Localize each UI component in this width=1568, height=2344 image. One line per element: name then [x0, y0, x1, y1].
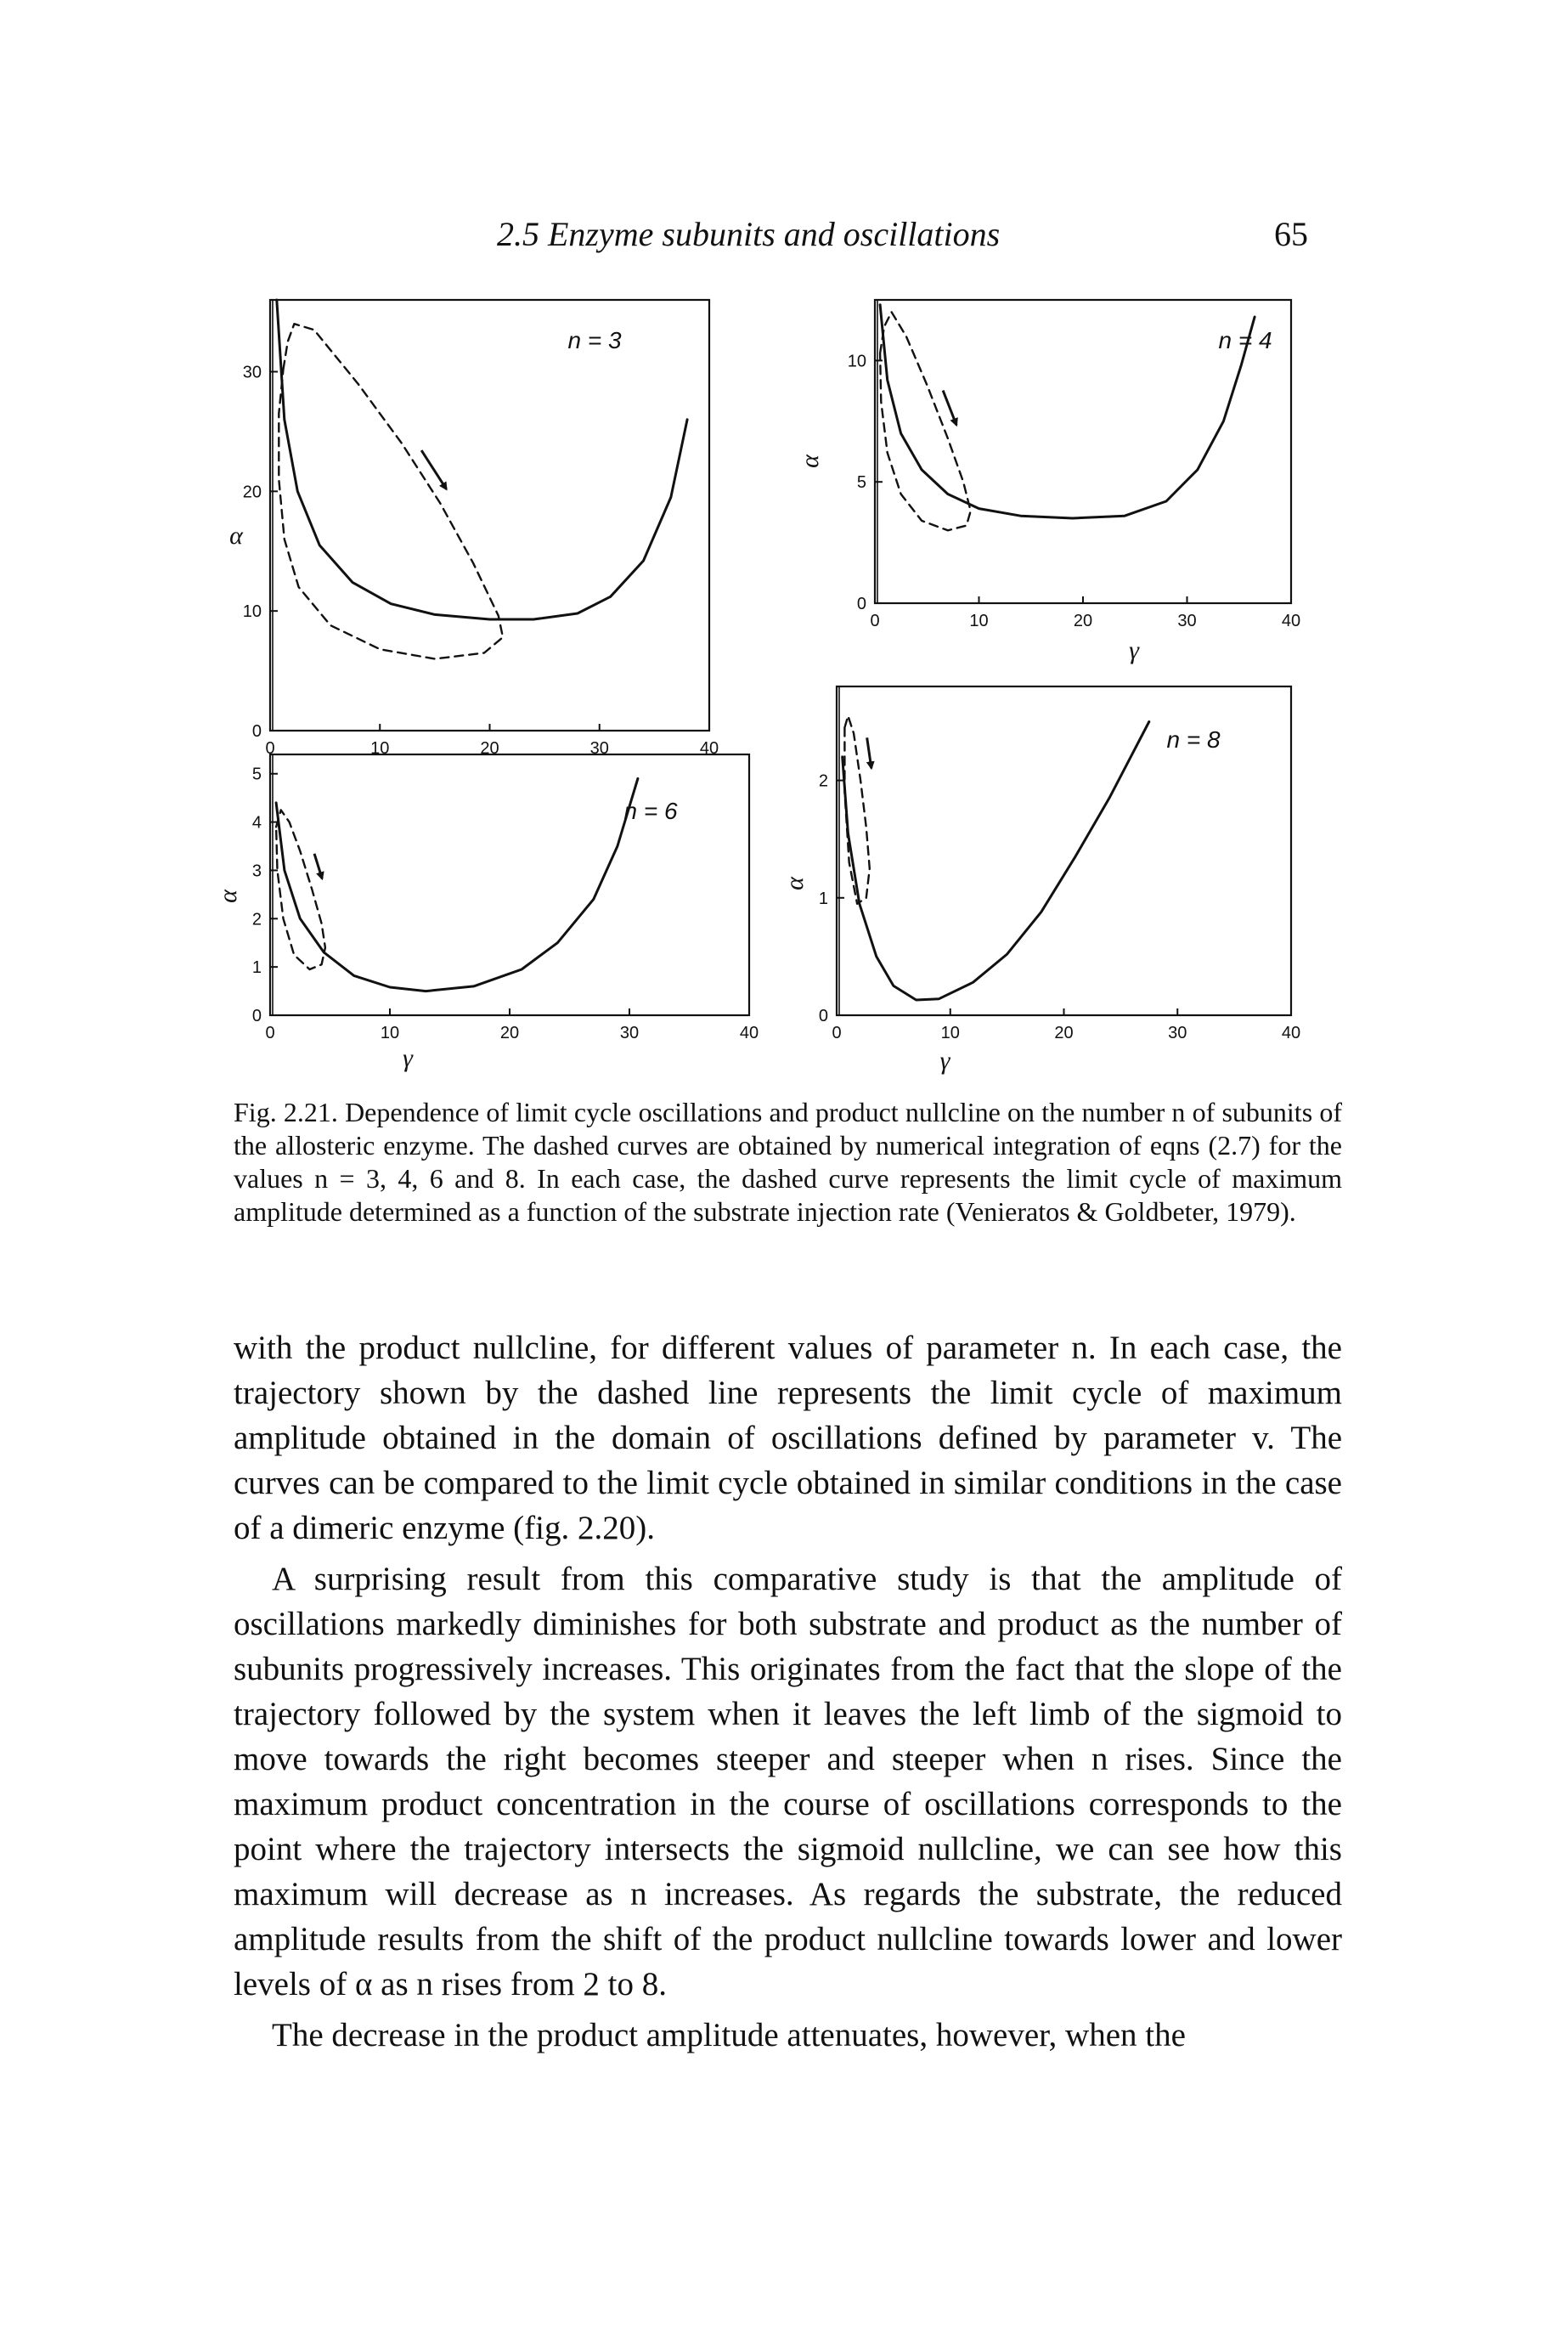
x-tick-label: 30	[1177, 612, 1196, 630]
panel-label: n = 3	[567, 327, 621, 353]
x-axis-label: γ	[1129, 636, 1140, 664]
page-header: 2.5 Enzyme subunits and oscillations 65	[0, 214, 1568, 257]
chart-panel: 0 10 20 30 40 0 1 2 3 4 5 n = 6 α γ	[214, 753, 759, 1072]
nullcline-curve	[275, 298, 689, 621]
y-axis-label: α	[796, 454, 824, 468]
y-axis-label: α	[229, 522, 244, 550]
chart-panel: 0 10 20 30 40 0 5 10 n = 4 α γ	[796, 298, 1300, 664]
x-tick-label: 10	[370, 739, 389, 758]
y-tick-label: 10	[243, 602, 262, 621]
y-tick-label: 1	[819, 890, 828, 908]
nullcline-curve	[274, 777, 640, 993]
x-tick-label: 40	[1282, 1024, 1300, 1042]
limit-cycle-curve	[843, 714, 871, 905]
page-number: 65	[1274, 215, 1308, 253]
x-tick-label: 10	[969, 612, 988, 630]
limit-cycle-curve	[878, 311, 972, 532]
x-tick-label: 0	[870, 612, 879, 630]
x-axis-label: γ	[403, 1044, 414, 1072]
body-text: with the product nullcline, for differen…	[234, 1325, 1342, 2058]
y-tick-label: 30	[243, 364, 262, 382]
x-tick-label: 10	[381, 1024, 399, 1042]
x-tick-label: 30	[590, 739, 609, 758]
figure-caption-text: Fig. 2.21. Dependence of limit cycle osc…	[234, 1097, 1342, 1227]
limit-cycle-curve	[278, 323, 505, 660]
x-tick-label: 0	[832, 1024, 841, 1042]
x-tick-label: 0	[265, 1024, 274, 1042]
x-tick-label: 20	[1054, 1024, 1073, 1042]
x-tick-label: 40	[740, 1024, 759, 1042]
y-tick-label: 0	[819, 1007, 828, 1025]
y-tick-label: 3	[252, 861, 262, 880]
x-tick-label: 20	[480, 739, 499, 758]
y-tick-label: 1	[252, 958, 262, 977]
direction-arrow-icon	[941, 389, 958, 427]
y-axis-label: α	[214, 889, 242, 903]
x-tick-label: 20	[1074, 612, 1092, 630]
y-tick-label: 5	[252, 765, 262, 784]
y-tick-label: 0	[252, 1007, 262, 1025]
y-tick-label: 20	[243, 483, 262, 501]
direction-arrow-icon	[420, 449, 448, 491]
nullcline-curve	[878, 303, 1256, 520]
y-tick-label: 0	[857, 595, 866, 613]
plot-frame	[268, 753, 751, 1017]
x-tick-label: 20	[500, 1024, 519, 1042]
direction-arrow-icon	[313, 853, 324, 881]
plot-frame	[835, 685, 1293, 1017]
y-tick-label: 2	[819, 772, 828, 791]
x-tick-label: 0	[265, 739, 274, 758]
y-tick-label: 2	[252, 910, 262, 929]
y-tick-label: 0	[252, 722, 262, 741]
x-tick-label: 30	[620, 1024, 639, 1042]
panel-label: n = 6	[623, 798, 677, 824]
x-tick-label: 40	[700, 739, 719, 758]
chart-panel: 0 10 20 30 40 0 10 20 30 n = 3 α	[229, 298, 719, 758]
y-tick-label: 4	[252, 814, 262, 833]
panel-label: n = 4	[1218, 327, 1272, 353]
figure-caption: Fig. 2.21. Dependence of limit cycle osc…	[234, 1096, 1342, 1228]
direction-arrow-icon	[866, 737, 875, 771]
x-tick-label: 10	[941, 1024, 960, 1042]
panel-label: n = 8	[1166, 726, 1220, 753]
chart-panel: 0 10 20 30 40 0 1 2 n = 8 α γ	[781, 685, 1300, 1075]
plot-frame	[268, 298, 711, 732]
body-paragraph: The decrease in the product amplitude at…	[272, 2017, 1186, 2053]
y-tick-label: 5	[857, 473, 866, 492]
x-axis-label: γ	[940, 1047, 951, 1075]
body-paragraph: A surprising result from this comparativ…	[234, 1561, 1342, 2002]
x-tick-label: 40	[1282, 612, 1300, 630]
y-axis-label: α	[781, 876, 809, 890]
x-tick-label: 30	[1168, 1024, 1187, 1042]
body-paragraph: with the product nullcline, for differen…	[234, 1330, 1342, 1546]
limit-cycle-curve	[274, 809, 327, 971]
y-tick-label: 10	[848, 352, 866, 370]
nullcline-curve	[841, 720, 1151, 1002]
running-title: 2.5 Enzyme subunits and oscillations	[497, 215, 1001, 253]
